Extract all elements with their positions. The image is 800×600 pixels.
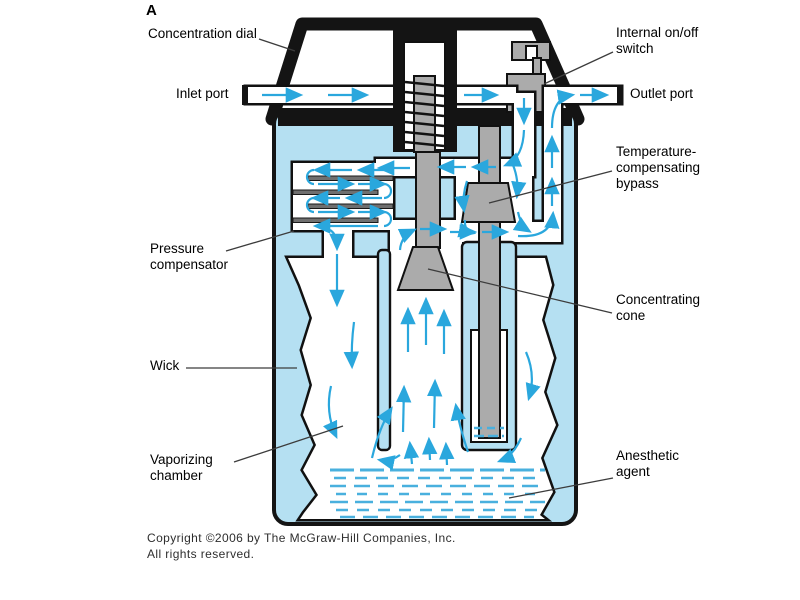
chamber-divider <box>376 248 392 452</box>
leader-concentrating-cone <box>427 268 613 314</box>
copyright-notice: Copyright ©2006 by The McGraw-Hill Compa… <box>147 531 456 562</box>
leader-temperature-bypass <box>488 170 613 204</box>
bypass-lower-rod <box>478 221 501 439</box>
label-vaporizing-chamber: Vaporizing chamber <box>150 452 213 483</box>
screw-threads <box>404 80 445 148</box>
outlet-riser-flow <box>450 87 610 240</box>
panel-label: A <box>146 2 157 19</box>
label-temperature-bypass: Temperature-compensating bypass <box>616 144 701 191</box>
dial-rod <box>415 151 441 249</box>
label-wick: Wick <box>150 358 180 373</box>
left-chamber-flow <box>323 254 401 471</box>
label-concentration-dial: Concentration dial <box>148 26 257 41</box>
copyright-line2: All rights reserved. <box>147 546 255 561</box>
leader-concentration-dial <box>258 38 296 52</box>
concentrating-cone-shape <box>396 246 455 291</box>
switch-downflow <box>376 98 532 176</box>
label-inlet-port: Inlet port <box>176 86 229 101</box>
leader-pressure-compensator <box>225 230 295 252</box>
copyright-line1: Copyright ©2006 by The McGraw-Hill Compa… <box>147 531 456 545</box>
bypass-sleeve <box>460 221 518 452</box>
right-chamber-flow <box>496 351 541 464</box>
flow-arrows <box>262 87 610 471</box>
bypass-cone-shape <box>460 182 517 223</box>
bypass-upper-rod <box>478 125 501 185</box>
inlet-port-end <box>242 85 248 105</box>
central-riser-flow <box>370 221 470 466</box>
leader-lines <box>186 38 614 499</box>
label-concentrating-cone: Concentrating cone <box>616 292 701 323</box>
label-internal-switch: Internal on/off switch <box>616 25 699 56</box>
label-pressure-compensator: Pressure compensator <box>150 241 229 272</box>
internal-on-off-switch <box>506 41 551 113</box>
temperature-bypass-assembly <box>460 125 517 223</box>
anesthetic-liquid <box>330 426 545 519</box>
label-anesthetic-agent: Anesthetic agent <box>616 448 680 479</box>
leader-anesthetic-agent <box>508 477 614 499</box>
outlet-port-end <box>617 85 623 105</box>
leader-vaporizing-chamber <box>233 425 344 463</box>
label-outlet-port: Outlet port <box>630 86 694 101</box>
compensator-flow <box>305 162 393 252</box>
leader-internal-switch <box>543 51 614 85</box>
